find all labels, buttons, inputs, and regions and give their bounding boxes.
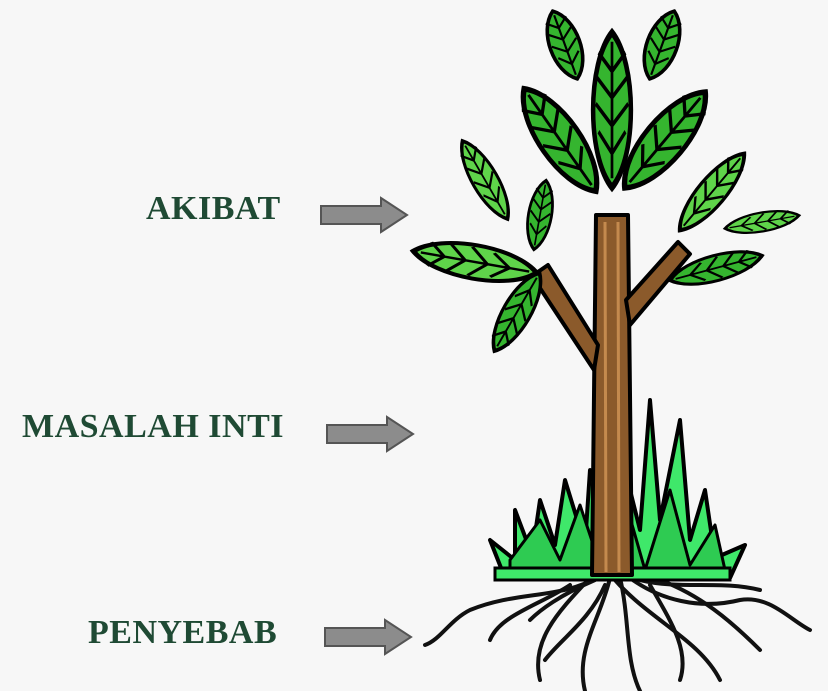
roots-icon [425, 576, 810, 691]
